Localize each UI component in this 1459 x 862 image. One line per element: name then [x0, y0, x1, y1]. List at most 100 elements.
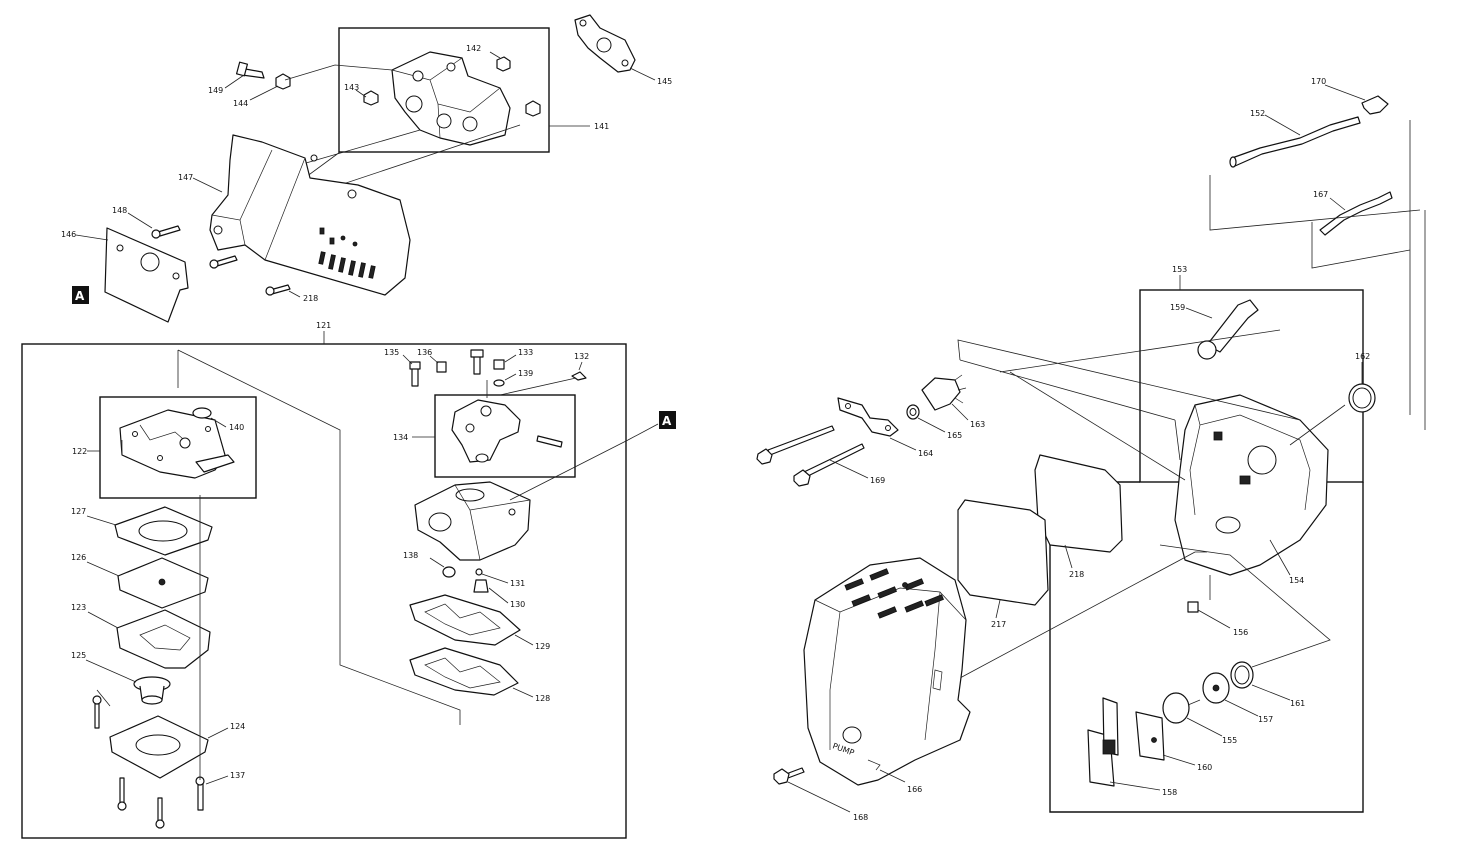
- label-218-left: 218: [303, 294, 318, 303]
- label-147: 147: [178, 173, 193, 182]
- label-168: 168: [853, 813, 868, 822]
- bolt-a: [767, 425, 835, 456]
- ref-marker-a-right: [659, 411, 676, 429]
- label-130: 130: [510, 600, 525, 609]
- fuel-pipe-152: [1231, 116, 1361, 167]
- label-121: 121: [316, 321, 331, 330]
- bracket-164: [837, 397, 899, 437]
- cap-133: [493, 359, 505, 370]
- screw-148: [157, 225, 181, 237]
- label-158: 158: [1162, 788, 1177, 797]
- ref-marker-a-right-text: A: [662, 414, 672, 428]
- label-128: 128: [535, 694, 550, 703]
- air-cleaner-group: 170 152 167 153 159 162 154 156: [756, 77, 1426, 822]
- nut-141: [525, 100, 541, 117]
- label-166: 166: [907, 785, 922, 794]
- choke-shutter-163: [921, 377, 961, 411]
- air-cleaner-case-154: [1174, 394, 1329, 576]
- screw-134: [536, 435, 563, 448]
- clamp-170: [1361, 95, 1389, 115]
- label-161: 161: [1290, 699, 1305, 708]
- nut-144: [275, 73, 291, 90]
- label-142: 142: [466, 44, 481, 53]
- label-131: 131: [510, 579, 525, 588]
- choke-lever-159: [1206, 299, 1259, 353]
- label-123: 123: [71, 603, 86, 612]
- label-139: 139: [518, 369, 533, 378]
- label-129: 129: [535, 642, 550, 651]
- label-132: 132: [574, 352, 589, 361]
- label-170: 170: [1311, 77, 1326, 86]
- label-133: 133: [518, 348, 533, 357]
- cover-vents: [844, 568, 944, 619]
- label-160: 160: [1197, 763, 1212, 772]
- oring-139: [493, 379, 505, 387]
- label-156: 156: [1233, 628, 1248, 637]
- fuel-pipe-167: [1319, 191, 1393, 236]
- carburetor-group: 121 140 122 127 126 123 125: [21, 321, 676, 839]
- plug-136: [436, 361, 447, 373]
- screw-135: [411, 367, 419, 387]
- label-138: 138: [403, 551, 418, 560]
- label-122: 122: [72, 447, 87, 456]
- label-143: 143: [344, 83, 359, 92]
- diaphragm-128: [409, 647, 519, 696]
- label-165: 165: [947, 431, 962, 440]
- heat-shield-147: [209, 134, 411, 296]
- nut-143: [363, 90, 379, 106]
- pump-body-123: [116, 609, 211, 669]
- label-162: 162: [1355, 352, 1370, 361]
- screw-a: [94, 701, 100, 729]
- ref-marker-a-left: [72, 286, 89, 304]
- label-145: 145: [657, 77, 672, 86]
- label-155: 155: [1222, 736, 1237, 745]
- part-134-frame: [434, 394, 576, 478]
- label-126: 126: [71, 553, 86, 562]
- plug-138: [442, 566, 456, 578]
- valve-155: [1162, 692, 1190, 724]
- insulator-146: [104, 227, 189, 323]
- plate-160: [1135, 711, 1165, 761]
- label-146: 146: [61, 230, 76, 239]
- screw-needle: [473, 355, 481, 375]
- valve-assembly-134: [451, 399, 521, 463]
- label-140: 140: [229, 423, 244, 432]
- gasket-129: [409, 594, 521, 646]
- holder-assembly-group: A 142 143 145 141 149 144 147 148 146 21…: [61, 14, 672, 323]
- part-141-frame: [338, 27, 550, 153]
- label-124: 124: [230, 722, 245, 731]
- part-122-frame: [99, 396, 257, 499]
- air-cleaner-cover-166: [803, 557, 971, 786]
- label-136: 136: [417, 348, 432, 357]
- label-135: 135: [384, 348, 399, 357]
- label-153: 153: [1172, 265, 1187, 274]
- label-159: 159: [1170, 303, 1185, 312]
- label-163: 163: [970, 420, 985, 429]
- fuel-inlet-nipple: [195, 454, 235, 473]
- label-167: 167: [1313, 190, 1328, 199]
- label-134: 134: [393, 433, 408, 442]
- label-164: 164: [918, 449, 933, 458]
- shield-vents: [318, 227, 376, 279]
- label-169: 169: [870, 476, 885, 485]
- valve-130: [473, 579, 489, 593]
- label-149: 149: [208, 86, 223, 95]
- filter-element-218: [1034, 454, 1123, 553]
- screw-137: [197, 781, 204, 811]
- label-157: 157: [1258, 715, 1273, 724]
- label-152: 152: [1250, 109, 1265, 118]
- label-125: 125: [71, 651, 86, 660]
- label-141: 141: [594, 122, 609, 131]
- label-218-right: 218: [1069, 570, 1084, 579]
- label-127: 127: [71, 507, 86, 516]
- label-217: 217: [991, 620, 1006, 629]
- ball-131: [475, 568, 483, 576]
- label-144: 144: [233, 99, 248, 108]
- filter-140: [192, 407, 212, 419]
- filter-element-217: [957, 499, 1049, 606]
- label-148: 148: [112, 206, 127, 215]
- screw-156: [1187, 601, 1199, 613]
- label-137: 137: [230, 771, 245, 780]
